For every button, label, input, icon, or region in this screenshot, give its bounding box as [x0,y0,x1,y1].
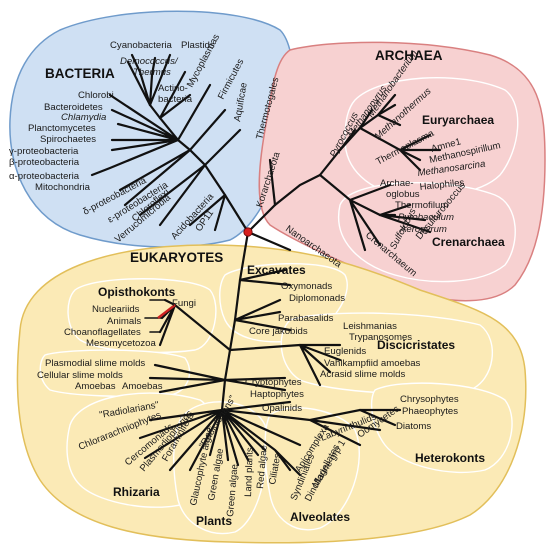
taxon-label: Plasmodial slime molds [45,358,145,369]
taxon-label: Trypanosomes [349,332,412,343]
taxon-label: Plastids [181,40,215,51]
taxon-label: Actino- [158,83,188,94]
taxon-label: Mitochondria [35,182,91,193]
taxon-label: Pyrobaculum [398,212,454,223]
taxon-label: Oxymonads [281,281,332,292]
taxon-label: Chrysophytes [400,394,459,405]
plants-bubble [173,401,268,535]
taxon-label: Diatoms [396,421,431,432]
euryarchaea-bubble [344,77,519,198]
taxon-label: Parabasalids [278,313,334,324]
taxon-label: Vahlkampfiid amoebas [324,358,421,369]
taxon-label: Acrasid slime molds [320,369,406,380]
bacteria-label: BACTERIA [45,66,115,81]
crenarchaea-label: Crenarchaea [432,235,505,249]
taxon-label: Cellular slime molds [37,370,123,381]
taxon-label: Halophiles [419,177,465,193]
taxon-label: Choanoflagellates [64,327,141,338]
taxon-label: Archae- [380,178,414,189]
taxon-label: Amoebas [75,381,116,392]
taxon-label: Cryptophytes [245,377,302,388]
taxon-label: Thermofilum [395,200,448,211]
taxon-label: Red algae [255,445,270,490]
taxon-label: Core jakobids [249,326,308,337]
root-node [243,227,253,237]
taxon-label: Mesomycetozoa [86,338,157,349]
taxon-label: Nucleariids [92,304,140,315]
heterokonts-label: Heterokonts [415,451,485,465]
alveolates-bubble [264,407,360,531]
taxon-label: β-proteobacteria [9,157,80,168]
taxon-label: Haptophytes [250,389,304,400]
rhizaria-label: Rhizaria [113,485,160,499]
taxon-label: Thermus [133,67,171,78]
opisthokonts-label: Opisthokonts [98,285,176,299]
taxon-label: bacteria [158,94,193,105]
alveolates-label: Alveolates [290,510,350,524]
taxon-label: Ciliates [267,452,283,485]
taxon-label: Leishmanias [343,321,397,332]
taxon-label: Chlamydia [61,112,106,123]
taxon-label: γ-proteobacteria [9,146,79,157]
taxon-label: oglobus [386,189,420,200]
taxon-label: Planctomycetes [28,123,96,134]
opisthokonts-bubble [67,278,217,353]
archaea-label: ARCHAEA [375,48,443,63]
taxon-label: Diplomonads [289,293,345,304]
taxon-label: Deinococcus/ [120,56,179,67]
taxon-label: Amoebas [122,381,163,392]
taxon-label: Green algae [225,464,241,518]
choanoflagellates-highlight [157,304,176,319]
taxon-label: Animals [107,316,141,327]
euryarchaea-label: Euryarchaea [422,113,494,127]
taxon-label: α-proteobacteria [9,171,80,182]
excavates-label: Excavates [247,263,306,277]
taxon-label: Fungi [172,298,196,309]
eukaryotes-label: EUKARYOTES [130,250,223,265]
taxon-label: Phaeophytes [402,406,458,417]
taxon-label: Cyanobacteria [110,40,173,51]
taxon-label: Bacteroidetes [44,102,103,113]
heterokonts-bubble [370,382,513,474]
taxon-label: Aeropyrum [399,224,447,235]
taxon-label: Opalinids [262,403,302,414]
taxon-label: Euglenids [324,346,366,357]
taxon-label: Spirochaetes [40,134,96,145]
plants-label: Plants [196,514,232,528]
taxon-label: Chlorobi [78,90,114,101]
discicristates-label: Discicristates [377,338,455,352]
taxon-label: Land plants [243,447,256,497]
